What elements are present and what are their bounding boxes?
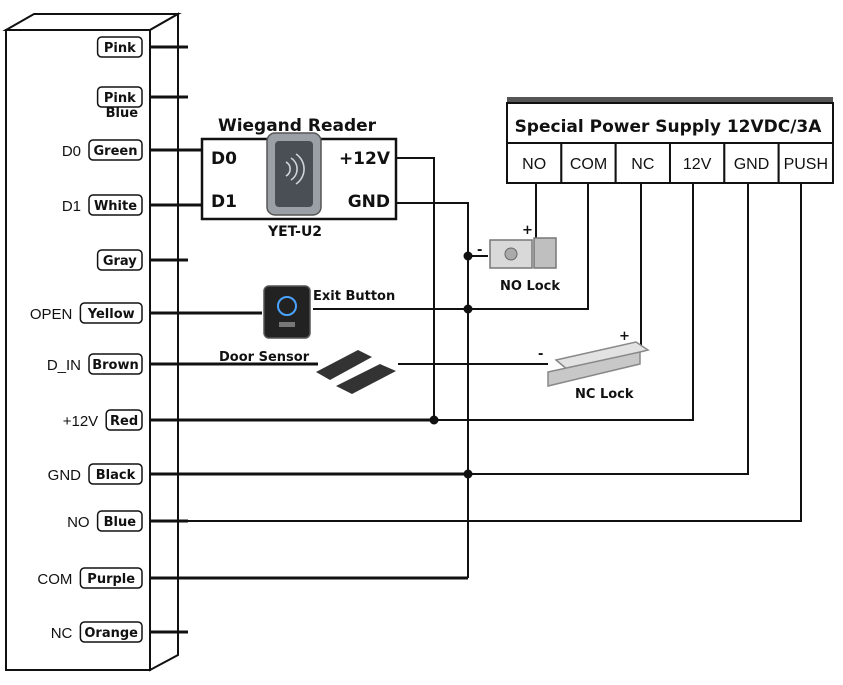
wire-color-gray: Gray	[103, 254, 137, 269]
wire-color-red: Red	[110, 414, 138, 429]
wire-color-box	[105, 409, 143, 431]
wire-color-box	[79, 567, 143, 589]
wire-color-white: White	[94, 199, 137, 214]
wire-color-black: Black	[96, 468, 136, 483]
terminal-label: OPEN	[30, 306, 73, 323]
wire-color-box	[79, 302, 143, 324]
terminal-label: D_IN	[47, 357, 81, 374]
wire-color-box	[96, 86, 143, 108]
reader-d1-label: D1	[211, 192, 237, 212]
no-lock-minus: -	[477, 243, 482, 258]
psu-cell	[614, 142, 671, 184]
wire-color-box	[88, 194, 143, 216]
wire-color-box	[88, 353, 143, 375]
no-lock-label: NO Lock	[500, 279, 560, 294]
junction-dot	[463, 304, 473, 314]
wire-color-green: Green	[94, 144, 138, 159]
wire-color-box	[88, 463, 143, 485]
psu-title: Special Power Supply 12VDC/3A	[515, 117, 823, 137]
wires	[150, 148, 802, 580]
door-sensor: Door Sensor	[219, 350, 396, 394]
reader-d0-label: D0	[211, 149, 237, 169]
wire-color-secondary: Blue	[106, 106, 139, 121]
junction-dot	[463, 469, 473, 479]
wire-color-box	[96, 249, 143, 271]
wire-color-box	[88, 139, 143, 161]
psu-terminal-push: PUSH	[784, 156, 828, 173]
terminal-label: D1	[62, 198, 81, 215]
psu-terminal-nc: NC	[631, 156, 654, 173]
nc-lock-label: NC Lock	[575, 387, 634, 402]
psu-terminal-no: NO	[522, 156, 546, 173]
wire-exit-to-com	[313, 183, 589, 310]
terminal-label: +12V	[63, 413, 98, 430]
wire-reader-12v	[396, 157, 435, 421]
wire-no-push	[150, 183, 802, 522]
psu-cell	[668, 142, 726, 184]
wire-color-brown: Brown	[92, 358, 139, 373]
wire-color-pink: Pink	[104, 41, 136, 56]
wire-color-pink: Pink	[104, 91, 136, 106]
wiegand-reader: Wiegand Reader D0 D1 +12V GND YET-U2	[200, 116, 398, 240]
terminal-label: NO	[67, 514, 90, 531]
wire-color-orange: Orange	[84, 626, 138, 641]
wire-nclock-plus	[628, 183, 642, 346]
wire-color-blue: Blue	[104, 515, 137, 530]
psu-terminal-gnd: GND	[734, 156, 770, 173]
reader-title: Wiegand Reader	[218, 116, 377, 136]
wire-color-box	[96, 510, 143, 532]
no-lock-plus: +	[522, 223, 533, 238]
exit-button: Exit Button	[263, 285, 395, 339]
psu-cell	[506, 142, 563, 184]
door-sensor-label: Door Sensor	[219, 350, 310, 365]
no-lock: + - NO Lock	[477, 223, 560, 294]
terminal-label: NC	[51, 625, 73, 642]
exit-button-label: Exit Button	[313, 289, 395, 304]
controller-box	[2, 12, 182, 672]
wire-12v-psu	[434, 183, 694, 421]
wire-reader-gnd	[396, 202, 469, 578]
wire-color-box	[79, 621, 143, 643]
nc-lock-plus: +	[619, 329, 630, 344]
card-reader-icon	[266, 132, 322, 216]
psu-cell	[777, 142, 834, 184]
wire-color-yellow: Yellow	[87, 307, 135, 322]
reader-model: YET-U2	[267, 224, 322, 240]
junction-dot	[429, 415, 439, 425]
nc-lock: + - NC Lock	[538, 329, 650, 402]
psu-cell	[723, 142, 780, 184]
reader-gnd-label: GND	[348, 192, 390, 212]
wire-color-box	[96, 36, 143, 58]
terminal-label: GND	[48, 467, 82, 484]
reader-12v-label: +12V	[339, 149, 391, 169]
wire-color-purple: Purple	[87, 572, 135, 587]
terminal-label: D0	[62, 143, 81, 160]
junction-dot	[463, 251, 473, 261]
psu-terminal-12v: 12V	[683, 156, 712, 173]
terminal-label: COM	[37, 571, 72, 588]
nc-lock-minus: -	[538, 347, 543, 362]
wire-gnd-psu	[468, 183, 749, 475]
psu-terminal-com: COM	[570, 156, 607, 173]
power-supply: Special Power Supply 12VDC/3A NO COM NC 12V…	[506, 97, 834, 184]
